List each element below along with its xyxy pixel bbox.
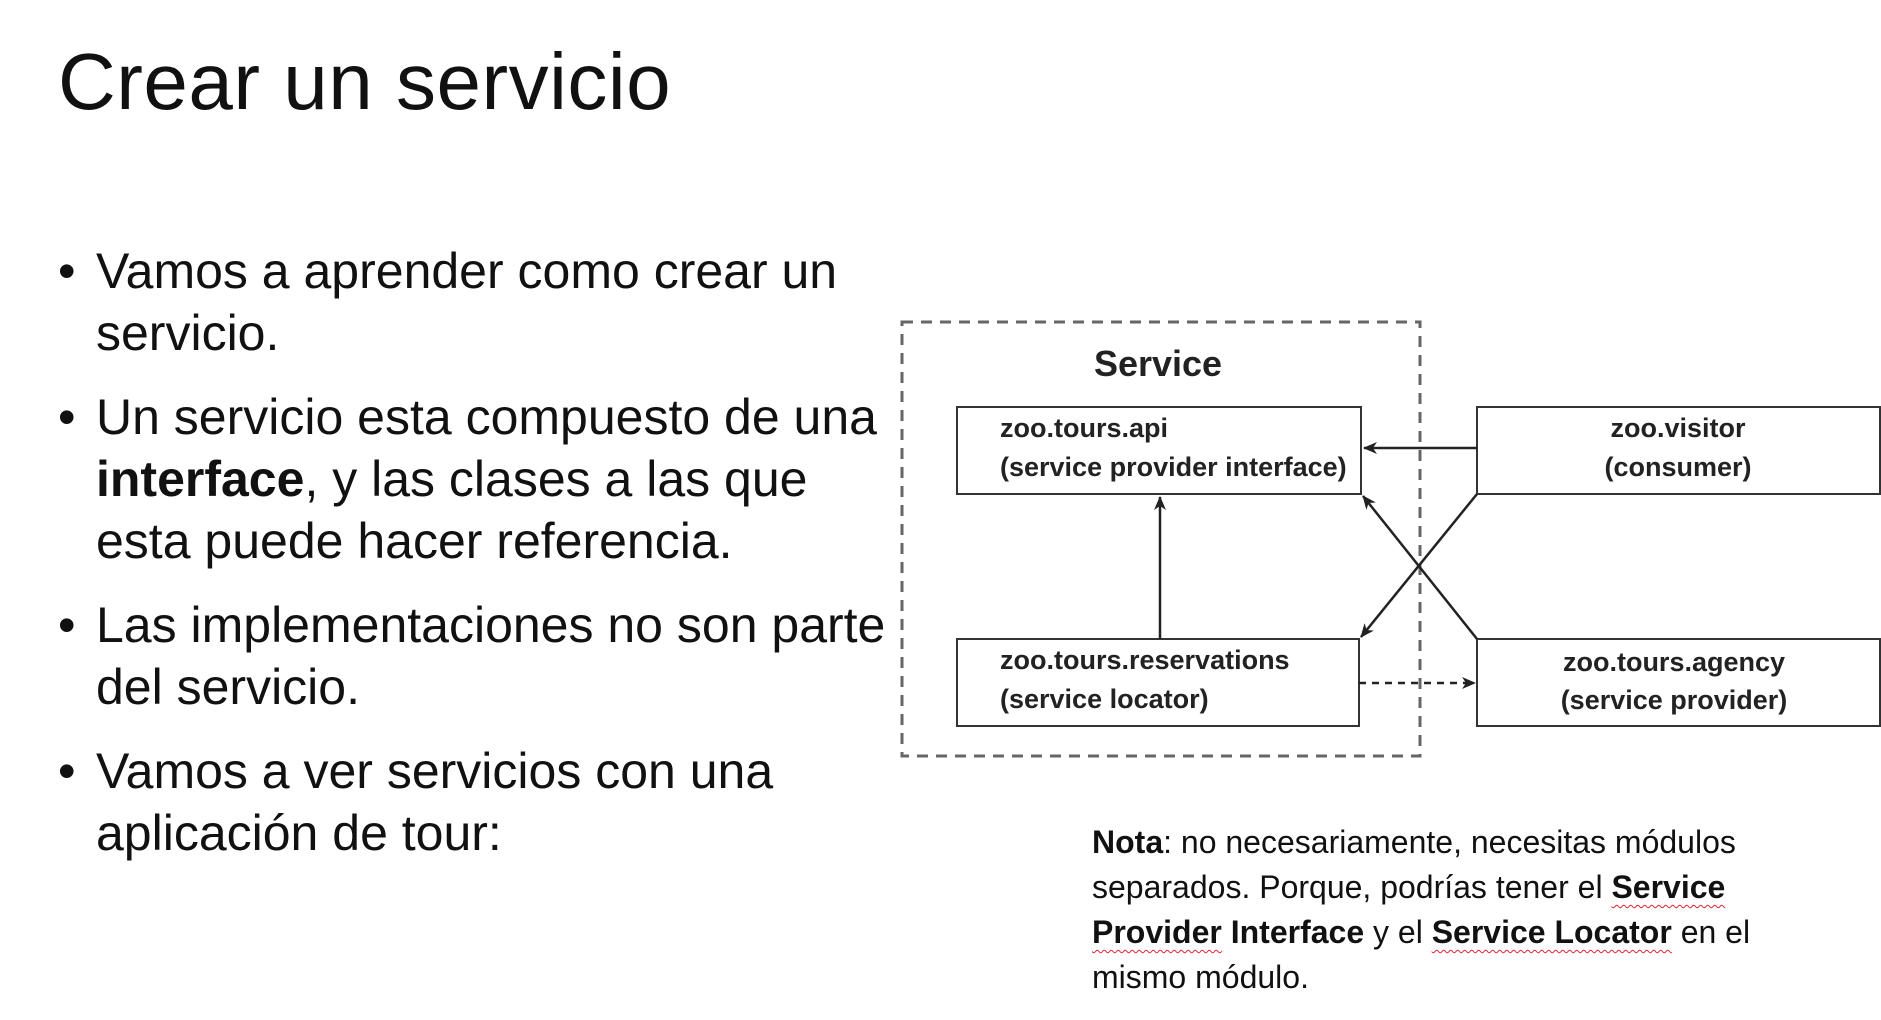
bullet-marker: • bbox=[58, 743, 76, 799]
note-text: y el bbox=[1364, 914, 1432, 950]
box-visitor-line2: (consumer) bbox=[1604, 452, 1751, 482]
box-api-line1: zoo.tours.api bbox=[1000, 413, 1168, 443]
bullet-item: • Las implementaciones no son parte del s… bbox=[58, 594, 898, 718]
bullet-text: Vamos a aprender como crear un servicio. bbox=[96, 243, 838, 361]
arrow-agency-to-api bbox=[1362, 495, 1478, 640]
note-text: : no necesariamente, necesitas módulos s… bbox=[1092, 824, 1736, 905]
bullet-marker: • bbox=[58, 597, 76, 653]
box-agency-line1: zoo.tours.agency bbox=[1563, 647, 1785, 677]
bullet-text: , y las clases a las que esta puede hace… bbox=[96, 451, 808, 569]
bullet-item: • Un servicio esta compuesto de una inter… bbox=[58, 386, 898, 572]
box-visitor-line1: zoo.visitor bbox=[1610, 413, 1746, 443]
slide-title: Crear un servicio bbox=[58, 37, 672, 126]
bullet-list: • Vamos a aprender como crear un servicio… bbox=[58, 240, 898, 886]
note-text: en el mismo módulo. bbox=[1092, 914, 1751, 995]
box-zoo-tours-api: zoo.tours.api (service provider interfac… bbox=[956, 406, 1362, 495]
box-zoo-tours-agency: zoo.tours.agency (service provider) bbox=[1476, 638, 1881, 727]
bullet-item: • Vamos a ver servicios con una aplicació… bbox=[58, 740, 898, 864]
note-bold-text: Interface bbox=[1230, 914, 1365, 950]
bullet-item: • Vamos a aprender como crear un servicio… bbox=[58, 240, 898, 364]
box-api-line2: (service provider interface) bbox=[1000, 452, 1347, 482]
bullet-text: Vamos a ver servicios con una aplicación… bbox=[96, 743, 774, 861]
box-zoo-visitor: zoo.visitor (consumer) bbox=[1476, 406, 1881, 495]
note-paragraph: Nota: no necesariamente, necesitas módul… bbox=[1092, 820, 1772, 1000]
bullet-text: Las implementaciones no son parte del se… bbox=[96, 597, 886, 715]
box-reservations-line1: zoo.tours.reservations bbox=[1000, 645, 1290, 675]
box-agency-line2: (service provider) bbox=[1561, 685, 1788, 715]
bullet-marker: • bbox=[58, 389, 76, 445]
box-zoo-tours-reservations: zoo.tours.reservations (service locator) bbox=[956, 638, 1360, 727]
box-reservations-line2: (service locator) bbox=[1000, 684, 1209, 714]
bullet-bold-text: interface bbox=[96, 451, 305, 507]
note-bold-text: Nota bbox=[1092, 824, 1164, 860]
note-bold-text: Service Locator bbox=[1431, 914, 1672, 950]
bullet-marker: • bbox=[58, 243, 76, 299]
note-bold-text: Service Provider bbox=[1092, 869, 1726, 950]
bullet-text: Un servicio esta compuesto de una bbox=[96, 389, 877, 445]
note-bold-text bbox=[1222, 914, 1231, 950]
service-group-label: Service bbox=[1094, 343, 1222, 384]
